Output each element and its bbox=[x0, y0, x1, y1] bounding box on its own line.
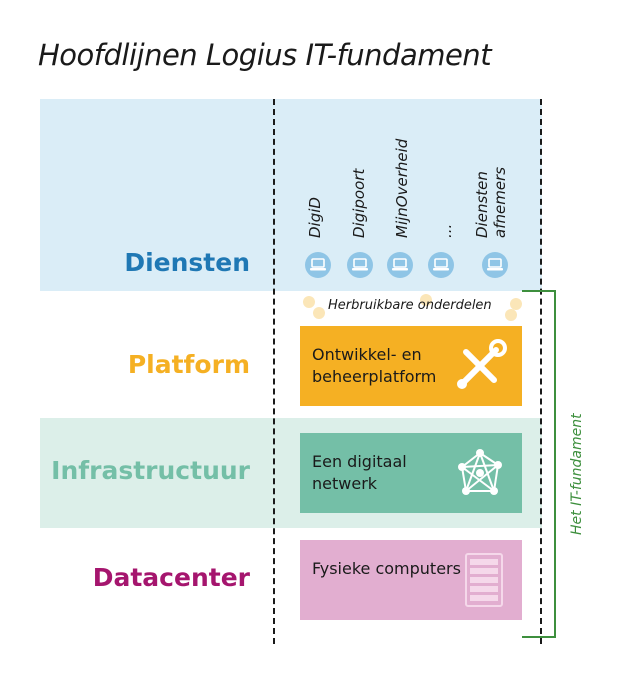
it-fundament-label: Het IT-fundament bbox=[569, 413, 585, 535]
service-label-digid: DigiD bbox=[306, 197, 324, 238]
infrastructuur-box: Een digitaal netwerk bbox=[300, 433, 522, 513]
reusable-dot bbox=[505, 309, 517, 321]
right-dashed-divider bbox=[540, 99, 542, 644]
layer-label-infrastructuur: Infrastructuur bbox=[51, 456, 250, 485]
platform-box: Ontwikkel- en beheerplatform bbox=[300, 326, 522, 406]
laptop-icon bbox=[428, 252, 454, 278]
platform-box-text: Ontwikkel- en beheerplatform bbox=[312, 345, 437, 386]
reusable-dot bbox=[420, 294, 432, 306]
diensten-band bbox=[40, 99, 542, 291]
it-fundament-bracket bbox=[522, 290, 556, 638]
server-icon bbox=[464, 552, 504, 614]
datacenter-box-text: Fysieke computers bbox=[312, 559, 461, 578]
reusable-dot bbox=[510, 298, 522, 310]
layer-label-platform: Platform bbox=[127, 350, 250, 379]
reusable-dot bbox=[303, 296, 315, 308]
left-dashed-divider bbox=[273, 99, 275, 644]
layer-label-diensten: Diensten bbox=[124, 248, 250, 277]
laptop-icon bbox=[305, 252, 331, 278]
layer-label-datacenter: Datacenter bbox=[92, 563, 250, 592]
infrastructuur-box-text: Een digitaal netwerk bbox=[312, 452, 407, 493]
service-label-mijnoverheid: MijnOverheid bbox=[393, 138, 411, 238]
service-label-digipoort: Digipoort bbox=[350, 168, 368, 238]
laptop-icon bbox=[482, 252, 508, 278]
reusable-components-label: Herbruikbare onderdelen bbox=[328, 298, 492, 313]
datacenter-box: Fysieke computers bbox=[300, 540, 522, 620]
laptop-icon bbox=[347, 252, 373, 278]
service-label-ellipsis: ... bbox=[437, 223, 455, 238]
tools-icon bbox=[452, 338, 508, 400]
network-icon bbox=[452, 445, 508, 507]
reusable-dot bbox=[313, 307, 325, 319]
diagram-title: Hoofdlijnen Logius IT-fundament bbox=[38, 38, 492, 72]
laptop-icon bbox=[387, 252, 413, 278]
